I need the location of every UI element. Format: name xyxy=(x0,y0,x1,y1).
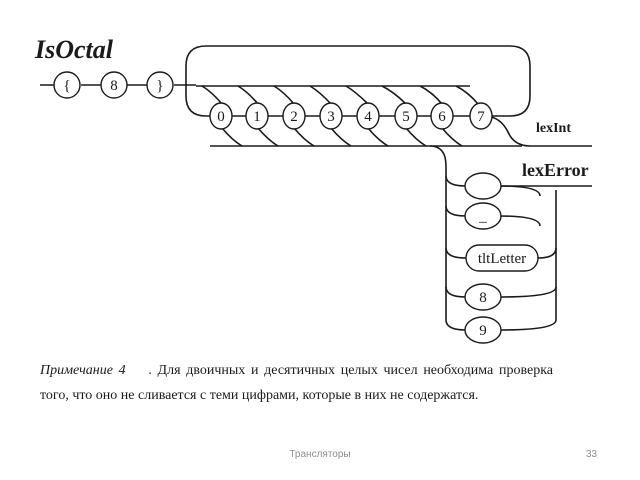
error-node-label: _ xyxy=(478,209,487,225)
error-node-eight: 8 xyxy=(464,283,502,311)
error-node-nine: 9 xyxy=(464,316,502,344)
digit-node-0: 0 xyxy=(209,102,233,130)
digit-node-7: 7 xyxy=(469,102,493,130)
digit-node-label: 5 xyxy=(402,109,410,125)
footer-title: Трансляторы xyxy=(289,449,351,460)
prefix-node-label: } xyxy=(156,78,163,94)
syntax-diagram: { 8 } 0 1 2 3 4 xyxy=(40,45,592,344)
prefix-node-label: { xyxy=(63,78,70,94)
diagram-rails xyxy=(40,45,592,331)
digit-node-4: 4 xyxy=(356,102,380,130)
label-lexerror: lexError xyxy=(522,160,589,180)
digit-node-label: 0 xyxy=(217,109,225,125)
digit-node-2: 2 xyxy=(282,102,306,130)
digit-node-label: 2 xyxy=(290,109,298,125)
digit-node-label: 4 xyxy=(364,109,372,125)
digit-node-3: 3 xyxy=(319,102,343,130)
label-lexint: lexInt xyxy=(536,121,571,136)
prefix-node-label: 8 xyxy=(110,78,118,94)
digit-node-6: 6 xyxy=(430,102,454,130)
prefix-node-eight: 8 xyxy=(100,71,128,99)
error-node-label: 8 xyxy=(479,290,487,306)
digit-node-label: 7 xyxy=(477,109,485,125)
error-node-label: tltLetter xyxy=(478,251,526,267)
page-number: 33 xyxy=(586,449,598,460)
diagram-title: IsOctal xyxy=(35,35,113,64)
note-prefix: Примечание 4 xyxy=(40,363,126,378)
digit-node-5: 5 xyxy=(394,102,418,130)
digit-node-1: 1 xyxy=(245,102,269,130)
digit-node-label: 3 xyxy=(327,109,335,125)
prefix-node-open-brace: { xyxy=(53,71,81,99)
note-paragraph: Примечание 4 . Для двоичных и десятичных… xyxy=(40,358,553,408)
error-node-blank xyxy=(464,172,502,200)
error-node-label: 9 xyxy=(479,323,487,339)
error-node-underscore: _ xyxy=(464,202,502,230)
error-node-letter: tltLetter xyxy=(465,244,539,272)
digit-node-label: 1 xyxy=(253,109,261,125)
digit-node-label: 6 xyxy=(438,109,446,125)
prefix-node-close-brace: } xyxy=(146,71,174,99)
note-text: . Для двоичных и десятичных целых чисел … xyxy=(40,363,553,403)
